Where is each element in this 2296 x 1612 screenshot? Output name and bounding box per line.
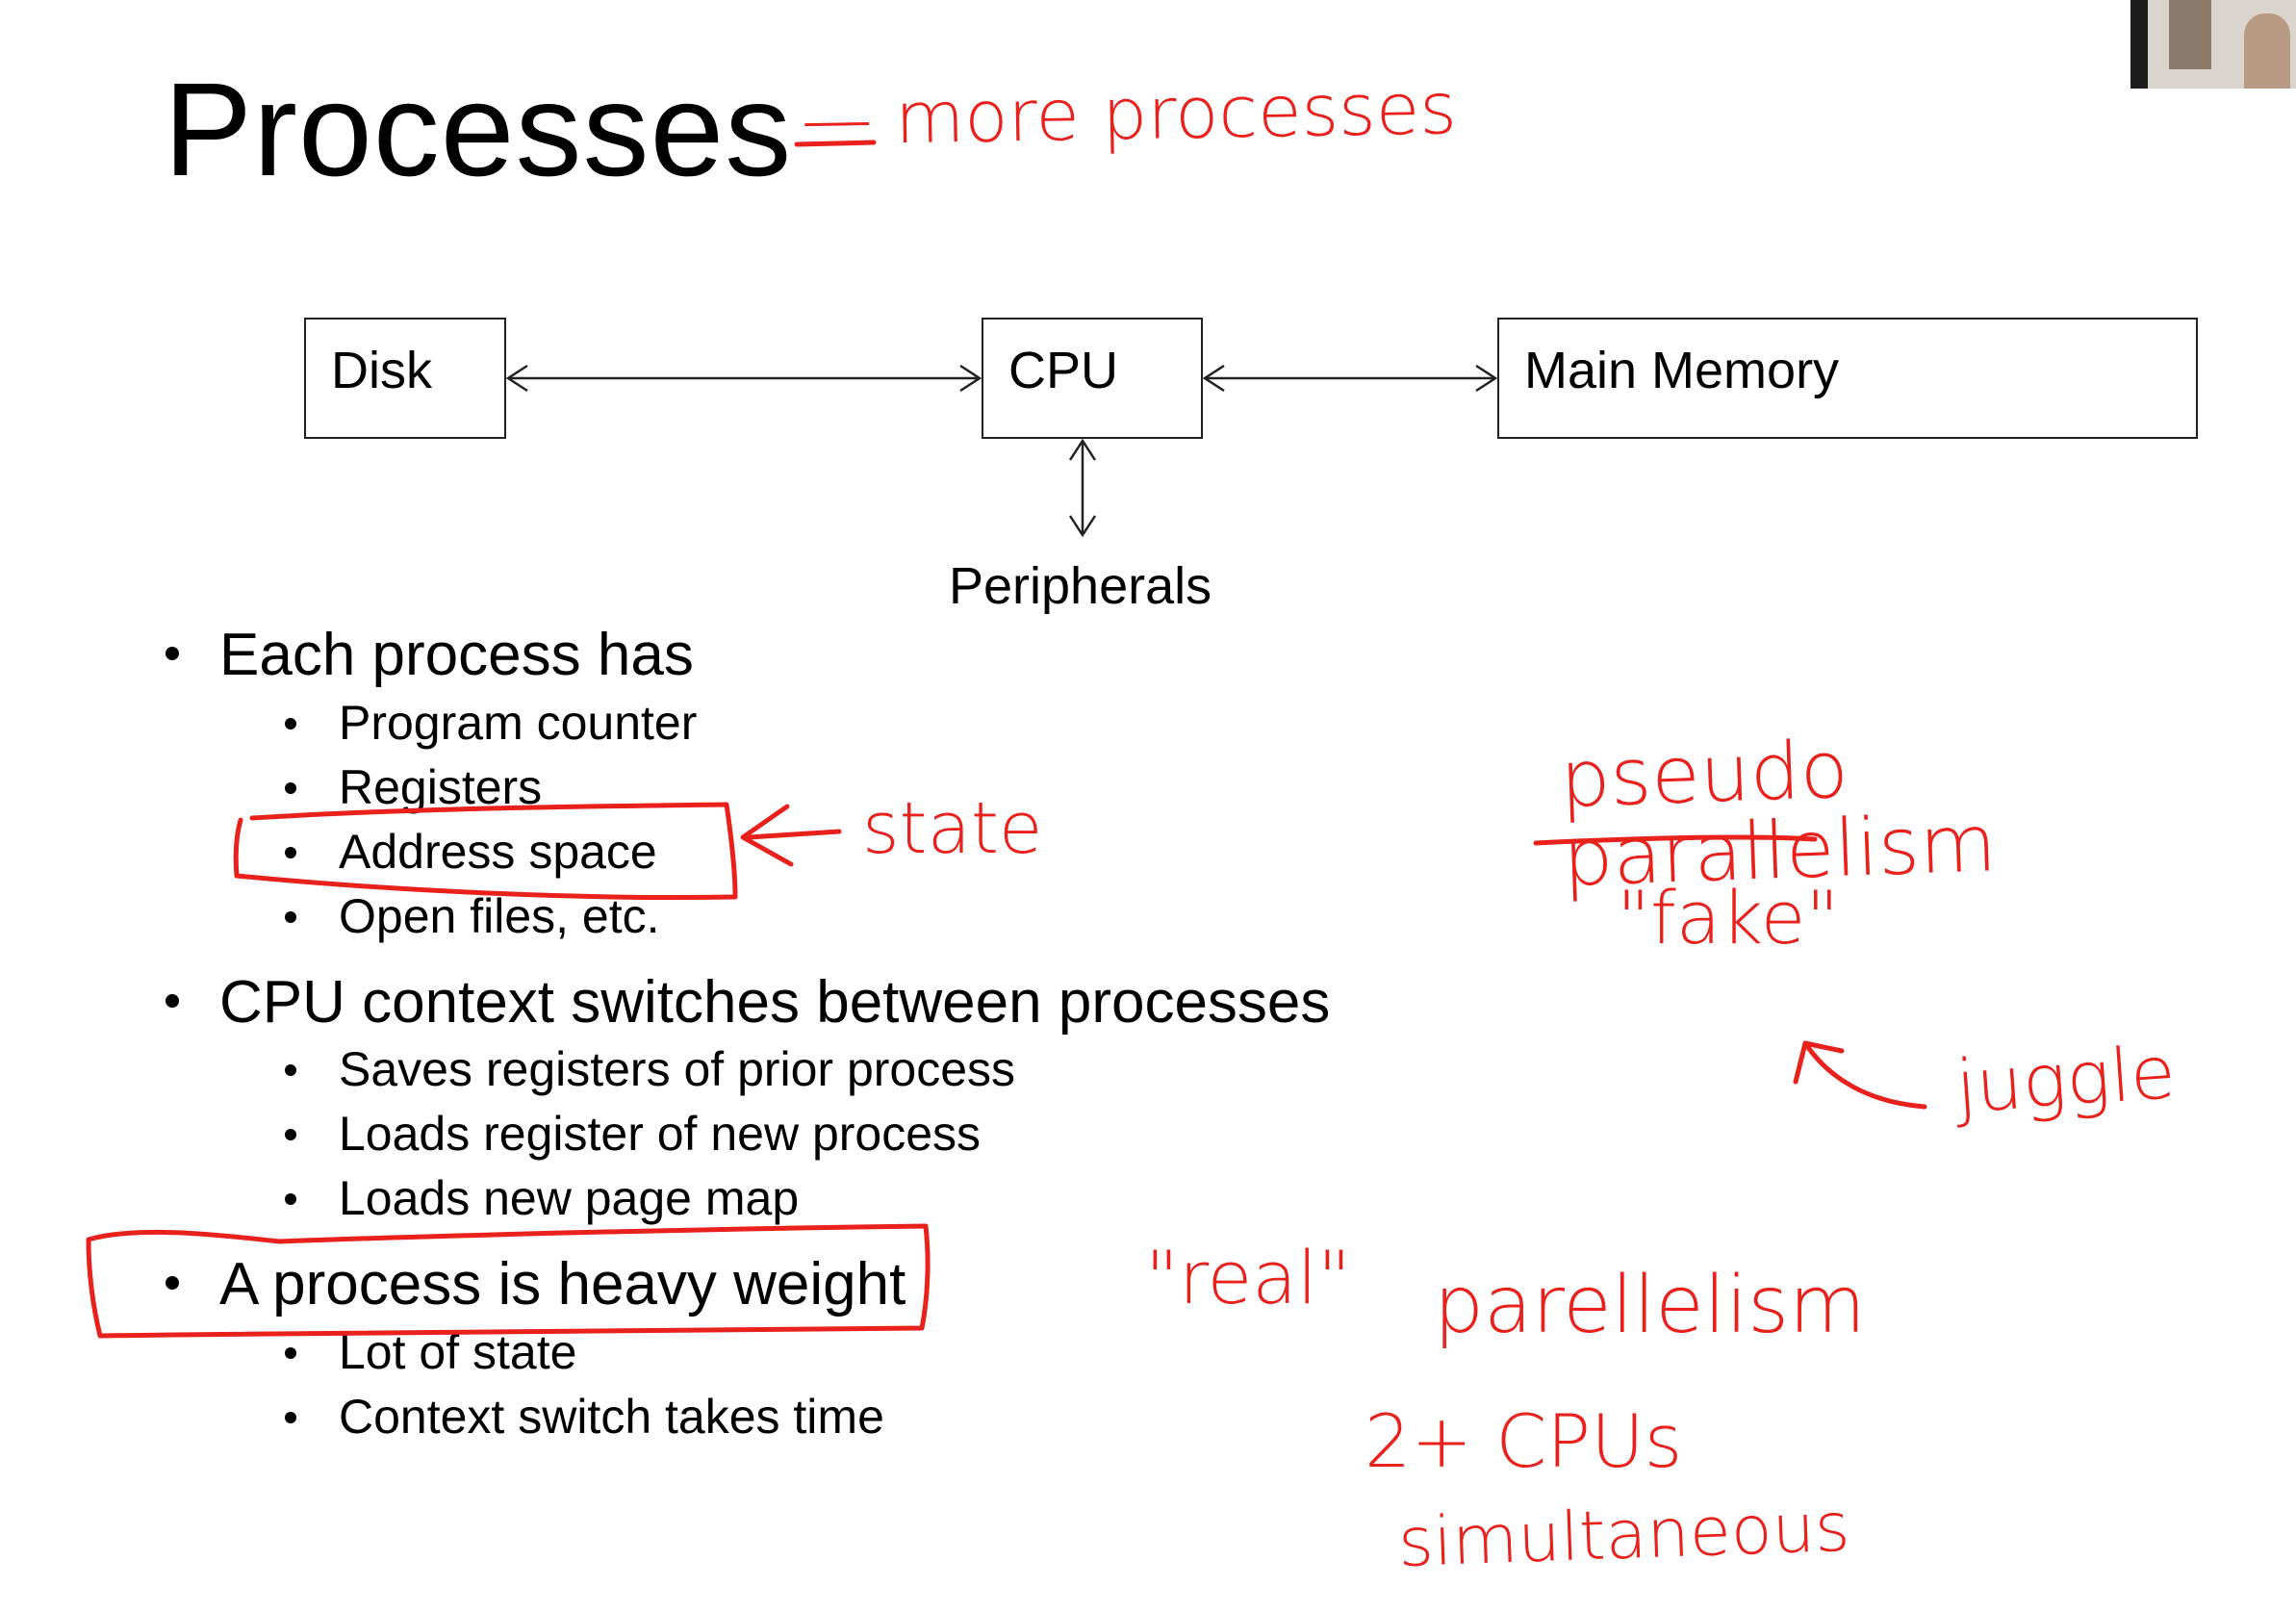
sub-bullet-loads-register: Loads register of new process [339,1107,982,1161]
sub-bullet-saves-registers: Saves registers of prior process [339,1042,1016,1096]
ink-underline-pseudo [1533,834,1818,846]
sub-bullet-lot-of-state: Lot of state [339,1325,577,1379]
cpu-right-arrowhead [1202,364,1225,393]
annotation-more-processes: — more processes [800,67,1458,162]
sub-bullet-dot [285,782,296,794]
disk-box: Disk [304,318,506,439]
sub-bullet-dot [285,1347,296,1359]
annotation-simultaneous: simultaneous [1396,1487,1851,1582]
sub-bullet-address-space: Address space [339,825,657,879]
bullet-each-process: Each process has [219,622,694,688]
slide-title: Processes [164,56,793,204]
ink-title-dash [794,140,877,147]
memory-arrowhead [1475,364,1498,393]
annotation-pseudo-parallelism: pseudo parallelism [1558,724,1999,905]
ink-arrow-to-state [746,829,842,840]
cpu-box: CPU [982,318,1203,439]
sub-bullet-dot [285,847,296,858]
disk-label: Disk [331,342,432,399]
peripherals-arrowhead [1068,515,1097,538]
sub-bullet-dot [285,1193,296,1205]
sub-bullet-page-map: Loads new page map [339,1171,800,1225]
annotation-cpus: 2+ CPUs [1365,1398,1683,1484]
disk-arrowhead [505,364,528,393]
sub-bullet-dot [285,718,296,729]
ink-arrowhead-juggle [1793,1040,1845,1085]
ink-box-address-space [233,802,738,901]
annotation-juggle: juggle [1952,1029,2179,1130]
sub-bullet-dot [285,1412,296,1423]
cpu-bottom-arrowhead [1068,438,1097,461]
peripherals-label: Peripherals [949,557,1212,615]
cpu-left-arrowhead [959,364,982,393]
sub-bullet-dot [285,911,296,923]
bullet-heavy-weight: A process is heavy weight [219,1251,906,1318]
bullet-dot [166,994,179,1008]
ink-arrow-juggle [1802,1040,1927,1110]
sub-bullet-context-switch-time: Context switch takes time [339,1390,884,1444]
sub-bullet-program-counter: Program counter [339,696,698,750]
ink-arrowhead-state [740,804,794,867]
sub-bullet-dot [285,1064,296,1076]
bullet-context-switch: CPU context switches between processes [219,969,1331,1036]
annotation-fake: "fake" [1617,875,1840,960]
sub-bullet-registers: Registers [339,760,543,814]
main-memory-label: Main Memory [1524,342,1840,399]
cpu-label: CPU [1008,342,1119,399]
sub-bullet-open-files: Open files, etc. [339,889,660,943]
annotation-state: state [862,787,1043,870]
bullet-dot [166,1276,179,1290]
presenter-image [2244,13,2290,89]
annotation-real: "real" [1145,1235,1351,1320]
annotation-parallelism: parellelism [1434,1260,1866,1351]
main-memory-box: Main Memory [1497,318,2198,439]
bullet-dot [166,647,179,660]
webcam-thumbnail [2130,0,2296,89]
sub-bullet-dot [285,1129,296,1140]
ink-box-heavy-weight [86,1223,931,1339]
